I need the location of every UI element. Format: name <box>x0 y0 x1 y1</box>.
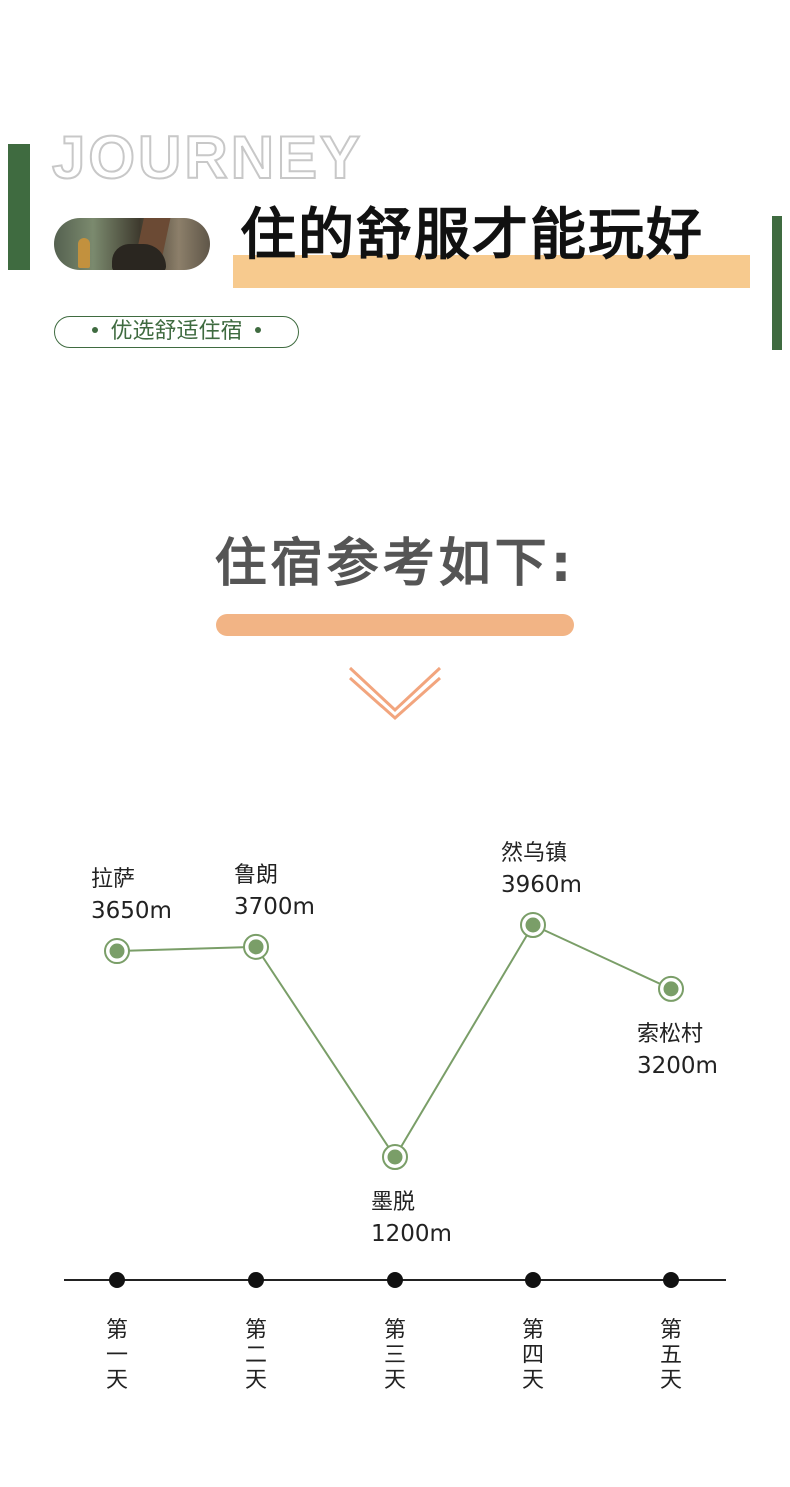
journey-eyebrow: JOURNEY <box>51 124 364 191</box>
day-label-char: 二 <box>245 1343 267 1368</box>
day-label-char: 天 <box>522 1368 544 1393</box>
day-label-char: 天 <box>384 1368 406 1393</box>
timeline-day-dot <box>663 1272 679 1288</box>
photo-bear <box>112 244 166 270</box>
timeline-day-dot <box>525 1272 541 1288</box>
chevron-down-icon <box>348 666 442 720</box>
point-name-label: 墨脱 <box>371 1190 415 1215</box>
point-value-label: 1200m <box>371 1221 452 1247</box>
section-title-underline <box>216 614 574 636</box>
left-accent-bar <box>8 144 30 270</box>
day-label-char: 第 <box>245 1318 267 1343</box>
subtitle-pill: 优选舒适住宿 <box>54 316 299 348</box>
pill-dot-left <box>92 327 99 333</box>
day-label-char: 第 <box>660 1318 682 1343</box>
timeline-day-dot <box>387 1272 403 1288</box>
headline-highlight <box>233 255 750 288</box>
day-label-char: 第 <box>522 1318 544 1343</box>
day-label-char: 三 <box>384 1343 406 1368</box>
point-value-label: 3200m <box>637 1053 718 1079</box>
section-title: 住宿参考如下: <box>214 534 576 594</box>
data-point <box>387 1149 403 1165</box>
pill-label: 优选舒适住宿 <box>110 319 243 344</box>
day-label-char: 天 <box>106 1368 128 1393</box>
pill-dot-right <box>254 327 261 333</box>
data-point <box>663 981 679 997</box>
day-label-char: 五 <box>660 1343 682 1368</box>
altitude-line-chart: 拉萨3650m第一天鲁朗3700m第二天墨脱1200m第三天然乌镇3960m第四… <box>64 841 726 1393</box>
day-label-char: 第 <box>106 1318 128 1343</box>
point-name-label: 然乌镇 <box>501 841 567 866</box>
photo-person <box>78 238 90 268</box>
point-value-label: 3650m <box>91 898 172 924</box>
point-name-label: 拉萨 <box>91 867 135 892</box>
data-point <box>109 943 125 959</box>
timeline-day-dot <box>248 1272 264 1288</box>
data-point <box>525 917 541 933</box>
point-name-label: 鲁朗 <box>234 863 278 888</box>
point-value-label: 3960m <box>501 872 582 898</box>
altitude-series-line <box>116 923 672 1159</box>
day-label-char: 四 <box>522 1343 544 1368</box>
day-label-char: 一 <box>106 1343 128 1368</box>
data-point <box>248 939 264 955</box>
right-accent-bar <box>772 216 782 350</box>
day-label-char: 天 <box>660 1368 682 1393</box>
point-value-label: 3700m <box>234 894 315 920</box>
header-photo <box>54 218 210 270</box>
day-label-char: 天 <box>245 1368 267 1393</box>
point-name-label: 索松村 <box>637 1022 703 1047</box>
page-headline: 住的舒服才能玩好 <box>240 203 704 268</box>
timeline-day-dot <box>109 1272 125 1288</box>
day-label-char: 第 <box>384 1318 406 1343</box>
